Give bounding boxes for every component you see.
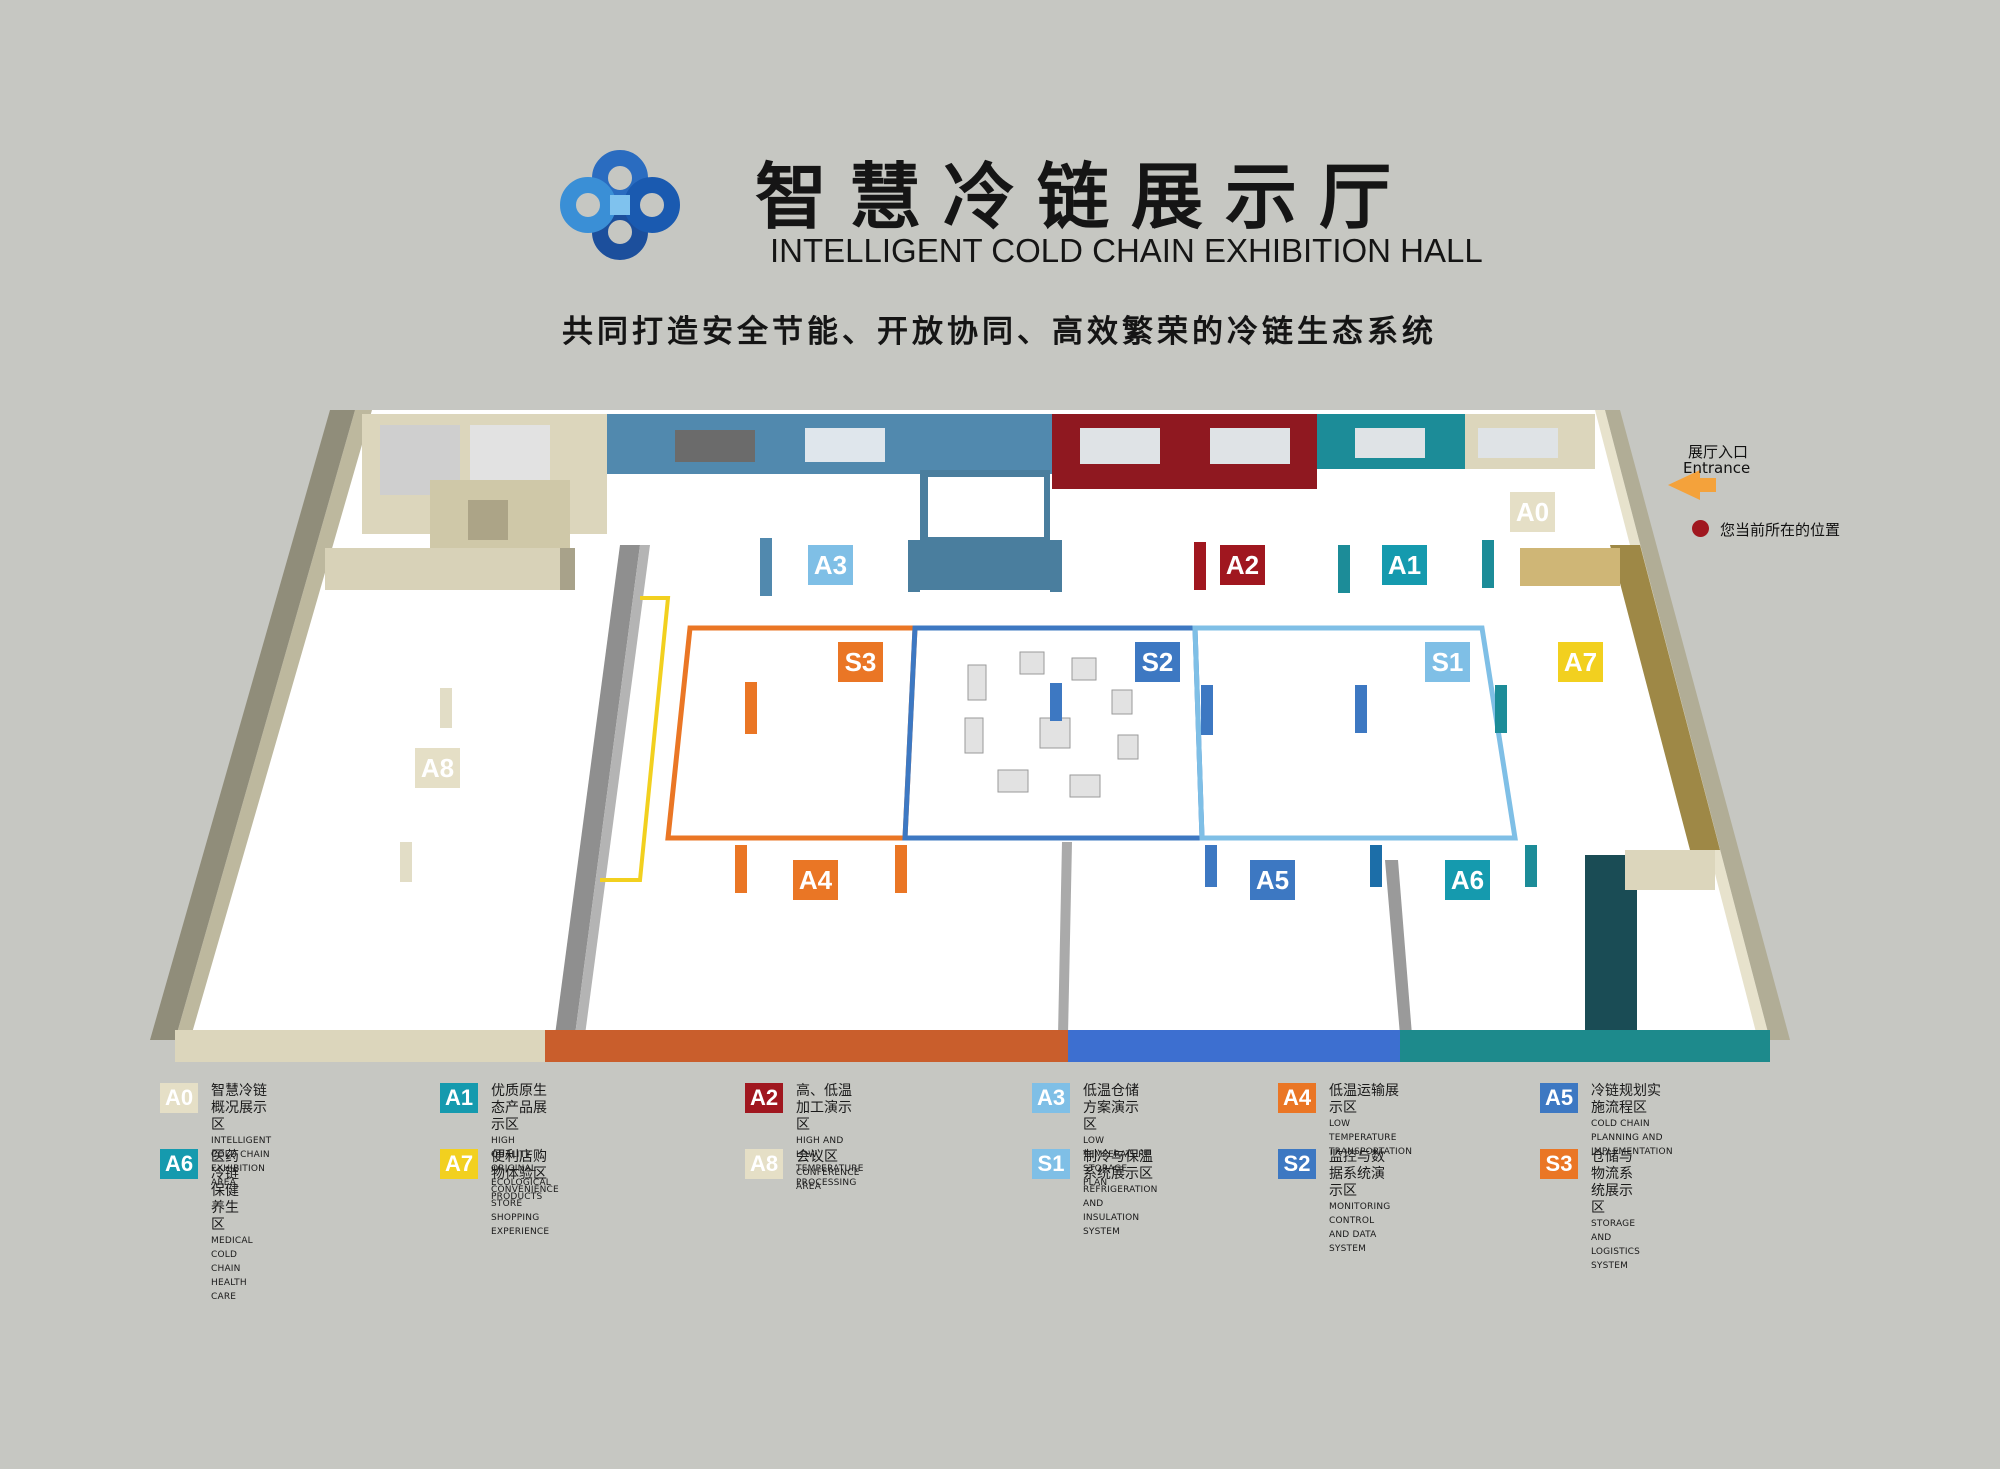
zone-badge-s1[interactable]: S1 (1425, 642, 1470, 682)
page-subtitle: INTELLIGENT COLD CHAIN EXHIBITION HALL (770, 232, 1483, 269)
entrance-label-en: Entrance (1683, 459, 1751, 477)
legend-badge: A2 (745, 1083, 783, 1113)
front-band-a6 (1400, 1030, 1770, 1062)
zone-badge-a8[interactable]: A8 (415, 748, 460, 788)
entrance-label-cn: 展厅入口 (1688, 443, 1749, 461)
zone-badge-a2[interactable]: A2 (1220, 545, 1265, 585)
legend-badge: A1 (440, 1083, 478, 1113)
zone-badge-a7[interactable]: A7 (1558, 642, 1603, 682)
page-title: 智慧冷链展示厅 (755, 154, 1414, 239)
front-band-a5 (1068, 1030, 1400, 1062)
slogan: 共同打造安全节能、开放协同、高效繁荣的冷链生态系统 (562, 314, 1437, 350)
legend-badge: A5 (1540, 1083, 1578, 1113)
zone-badge-a4[interactable]: A4 (793, 860, 838, 900)
legend-badge: A4 (1278, 1083, 1316, 1113)
you-are-here-dot-icon (1692, 520, 1709, 537)
corridor-wall (555, 545, 640, 1035)
zone-badge-a1[interactable]: A1 (1382, 545, 1427, 585)
zone-badge-s2[interactable]: S2 (1135, 642, 1180, 682)
a5-divider (1385, 860, 1412, 1035)
you-are-here-label: 您当前所在的位置 (1720, 521, 1841, 539)
exhibit-pillars (400, 538, 1537, 893)
zone-badge-a5[interactable]: A5 (1250, 860, 1295, 900)
yellow-path (600, 596, 671, 882)
legend-badge: A6 (160, 1149, 198, 1179)
front-band-a8 (175, 1030, 545, 1062)
s2-center-pillar (1050, 683, 1062, 721)
front-band-a4 (545, 1030, 1068, 1062)
legend-badge: A7 (440, 1149, 478, 1179)
legend-badge: S3 (1540, 1149, 1578, 1179)
zone-badge-a0[interactable]: A0 (1510, 492, 1555, 532)
legend-badge: A0 (160, 1083, 198, 1113)
a7-wall (1610, 545, 1720, 850)
a8-partition-wall (325, 548, 560, 590)
blue-knot-logo-icon (560, 150, 680, 260)
zone-badge-s3[interactable]: S3 (838, 642, 883, 682)
legend-badge: S2 (1278, 1149, 1316, 1179)
legend-badge: A3 (1032, 1083, 1070, 1113)
zone-badge-a6[interactable]: A6 (1445, 860, 1490, 900)
s2-display-ring (964, 651, 1139, 798)
s1-area-outline (1192, 625, 1518, 841)
legend-badge: S1 (1032, 1149, 1070, 1179)
left-wall (175, 410, 372, 1040)
zone-badge-a3[interactable]: A3 (808, 545, 853, 585)
legend-badge: A8 (745, 1149, 783, 1179)
a4-divider (1058, 842, 1072, 1035)
entrance-arrow-icon (1668, 470, 1716, 500)
